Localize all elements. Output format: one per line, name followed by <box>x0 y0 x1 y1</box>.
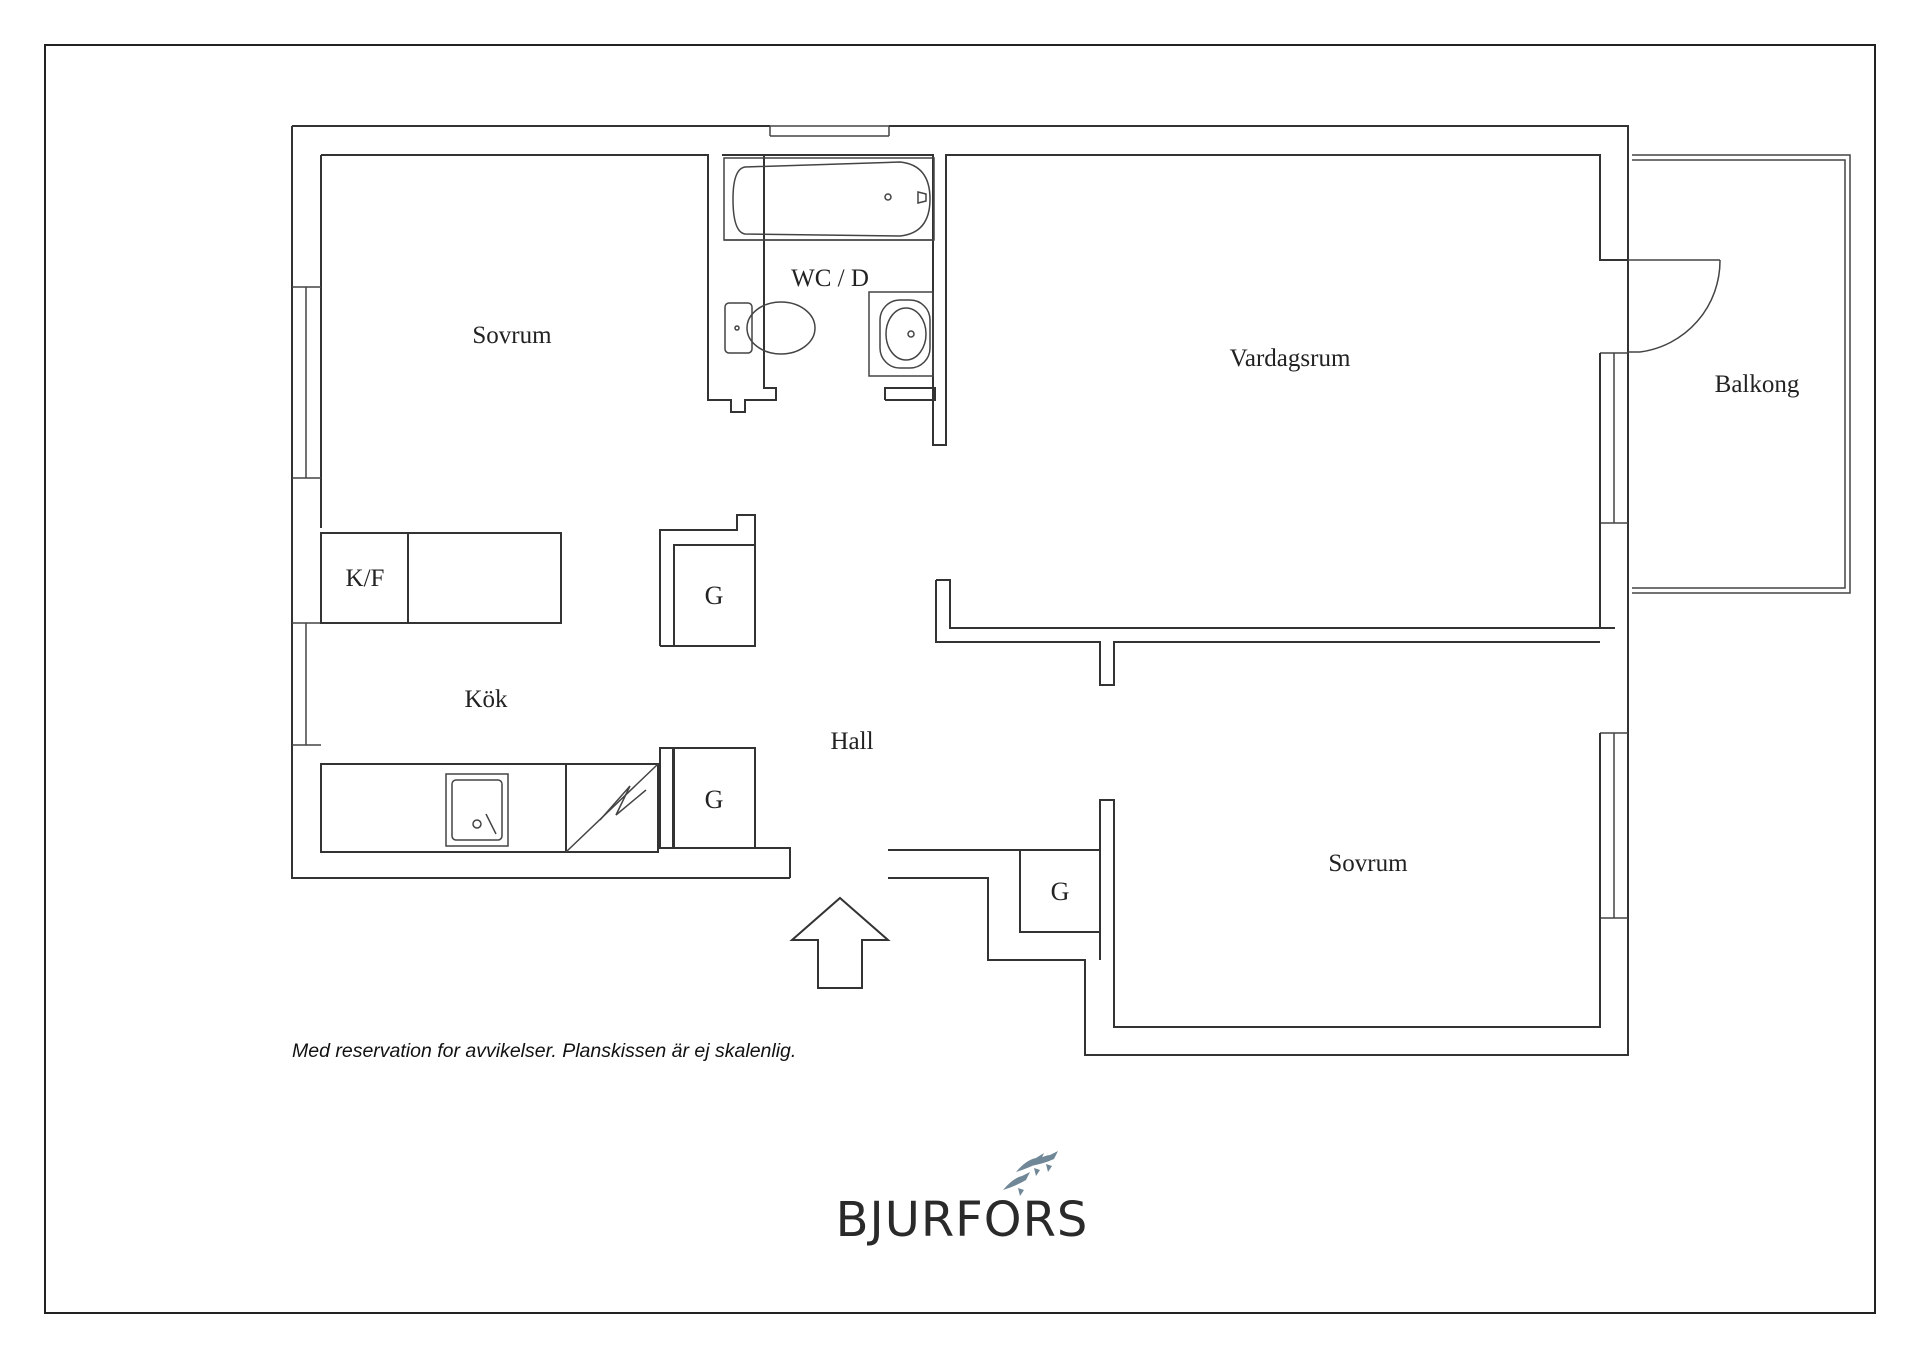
closet-label-1: G <box>705 581 724 610</box>
room-label-sovrum-bottom: Sovrum <box>1328 850 1408 877</box>
kitchen-lower-counter <box>320 763 659 853</box>
bathtub <box>723 157 935 241</box>
room-label-kok: Kök <box>464 686 508 713</box>
room-label-vardagsrum: Vardagsrum <box>1230 345 1351 372</box>
closet-label-2: G <box>705 785 724 814</box>
bathroom-shaft <box>884 387 936 401</box>
page-frame <box>44 44 1876 1314</box>
room-label-hall: Hall <box>830 728 873 755</box>
kitchen-upper-counter <box>320 532 562 624</box>
room-label-kf: K/F <box>346 565 385 592</box>
closet-top <box>659 514 756 647</box>
room-label-wc: WC / D <box>791 265 869 292</box>
balcony <box>1628 154 1851 594</box>
bjurfors-logo: BJURFORS <box>836 1151 1089 1248</box>
disclaimer-text: Med reservation for avvikelser. Planskis… <box>292 1040 796 1062</box>
closet-label-3: G <box>1051 877 1070 906</box>
exterior-walls <box>291 125 1629 1056</box>
bathroom-sink <box>868 291 934 377</box>
birds-icon <box>1003 1151 1058 1196</box>
closet-middle <box>659 747 756 849</box>
entrance-arrow <box>789 896 891 989</box>
room-label-sovrum-top: Sovrum <box>472 322 552 349</box>
room-label-balkong: Balkong <box>1715 371 1800 398</box>
closet-right <box>1019 849 1101 933</box>
logo-text: BJURFORS <box>836 1192 1089 1248</box>
toilet <box>724 301 816 355</box>
